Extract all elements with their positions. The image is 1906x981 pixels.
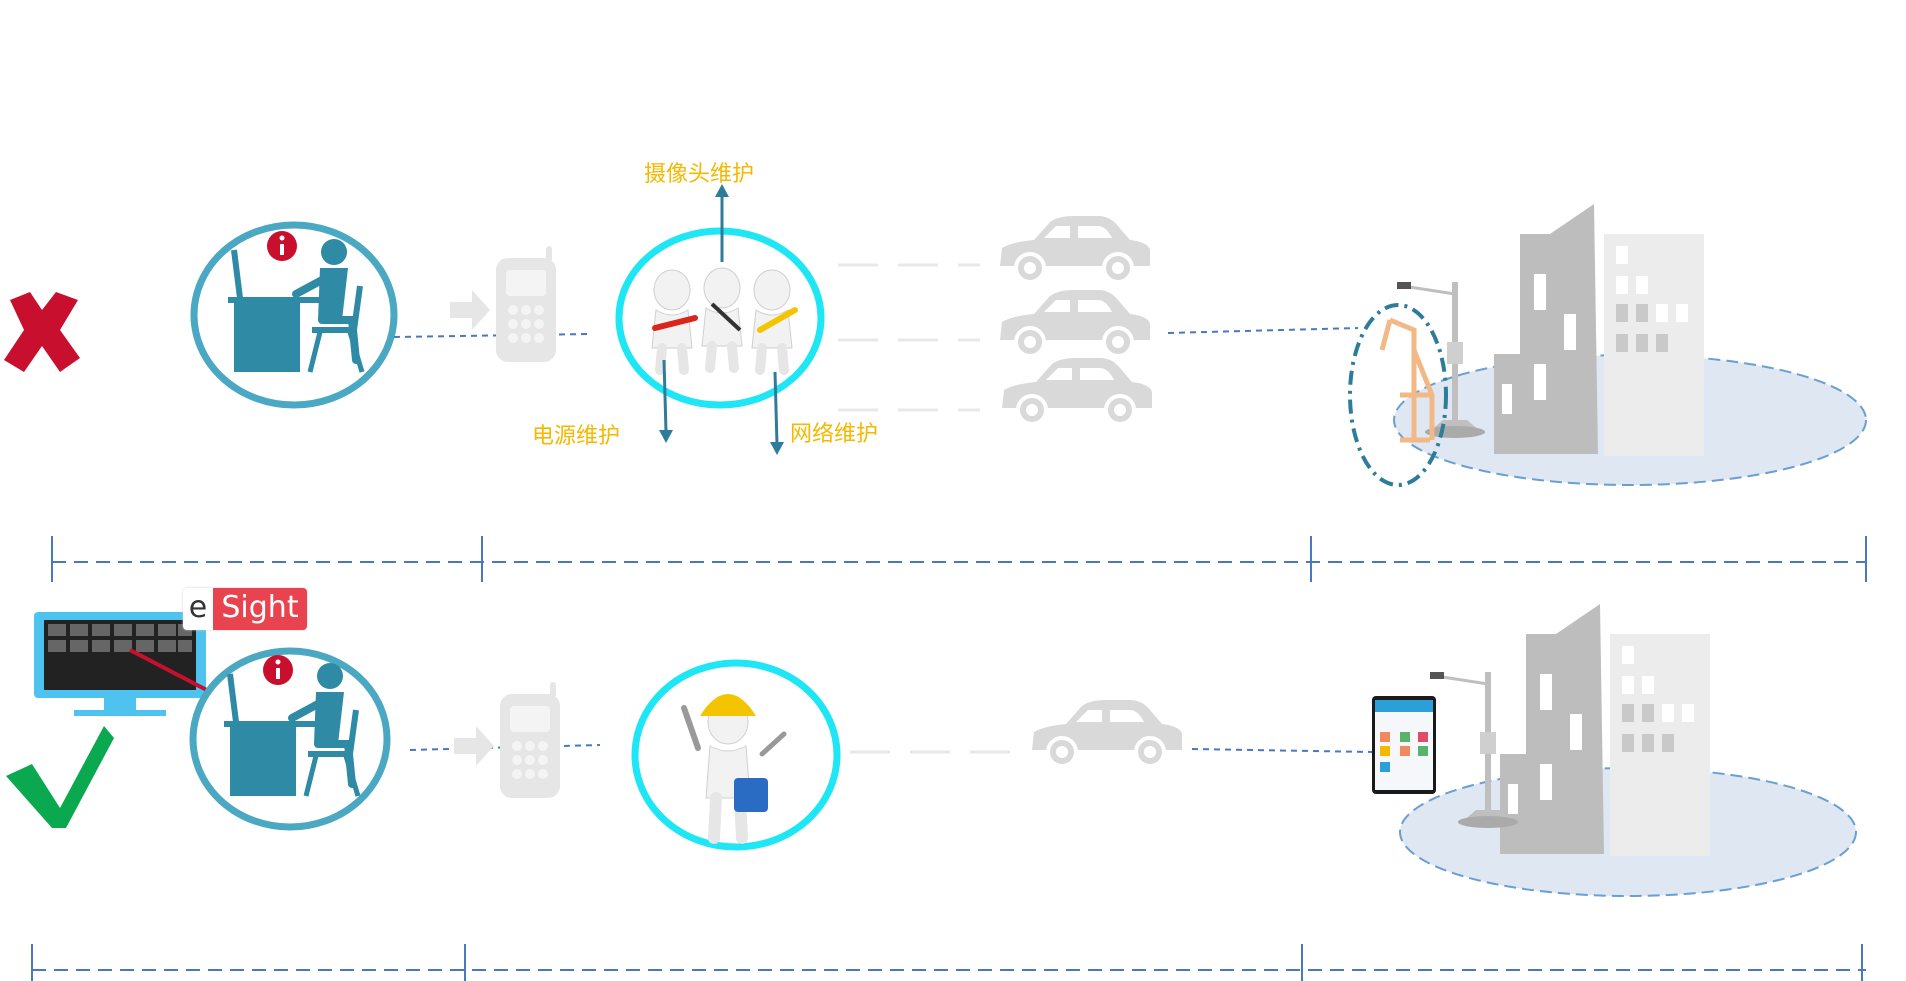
hammer-icon xyxy=(710,302,742,332)
operator-circle xyxy=(189,647,391,831)
esight-logo-prefix: e xyxy=(183,588,213,630)
screwdriver-icon xyxy=(757,307,798,333)
car-icon xyxy=(1030,698,1184,768)
cross-icon xyxy=(4,292,80,372)
mobile-app-icon xyxy=(1372,696,1436,794)
camera-maintenance-label: 摄像头维护 xyxy=(644,162,755,187)
phone-call-icon xyxy=(450,246,556,362)
link-line xyxy=(1167,327,1359,334)
check-icon xyxy=(6,726,114,828)
crane-icon xyxy=(1379,317,1435,443)
faint-travel-lines xyxy=(838,263,980,412)
phone-call-icon xyxy=(454,682,560,798)
wrench-icon xyxy=(681,705,701,751)
car-icon xyxy=(998,288,1152,358)
maintenance-arrows xyxy=(659,184,784,455)
maintenance-worker-circle xyxy=(631,659,841,851)
city-site xyxy=(1399,604,1857,897)
esight-logo-name: Sight xyxy=(213,588,307,630)
operator-circle xyxy=(190,221,398,409)
esight-logo: e Sight xyxy=(183,588,307,630)
link-line xyxy=(409,744,601,751)
wrench-icon xyxy=(652,315,698,331)
hard-hat-icon xyxy=(700,694,756,716)
city-site xyxy=(1348,204,1867,487)
power-maintenance-label: 电源维护 xyxy=(532,424,621,449)
toolbox-icon xyxy=(734,778,768,812)
maintenance-team-circle xyxy=(615,227,825,409)
monitor-icon xyxy=(34,612,223,716)
network-maintenance-label: 网络维护 xyxy=(790,422,879,447)
timeline-divider xyxy=(31,944,1866,981)
worker-figure xyxy=(681,694,787,844)
car-icon xyxy=(998,214,1152,284)
timeline-divider xyxy=(51,536,1867,582)
car-icon xyxy=(1000,356,1154,426)
link-line xyxy=(393,333,591,338)
link-line xyxy=(1191,748,1373,753)
